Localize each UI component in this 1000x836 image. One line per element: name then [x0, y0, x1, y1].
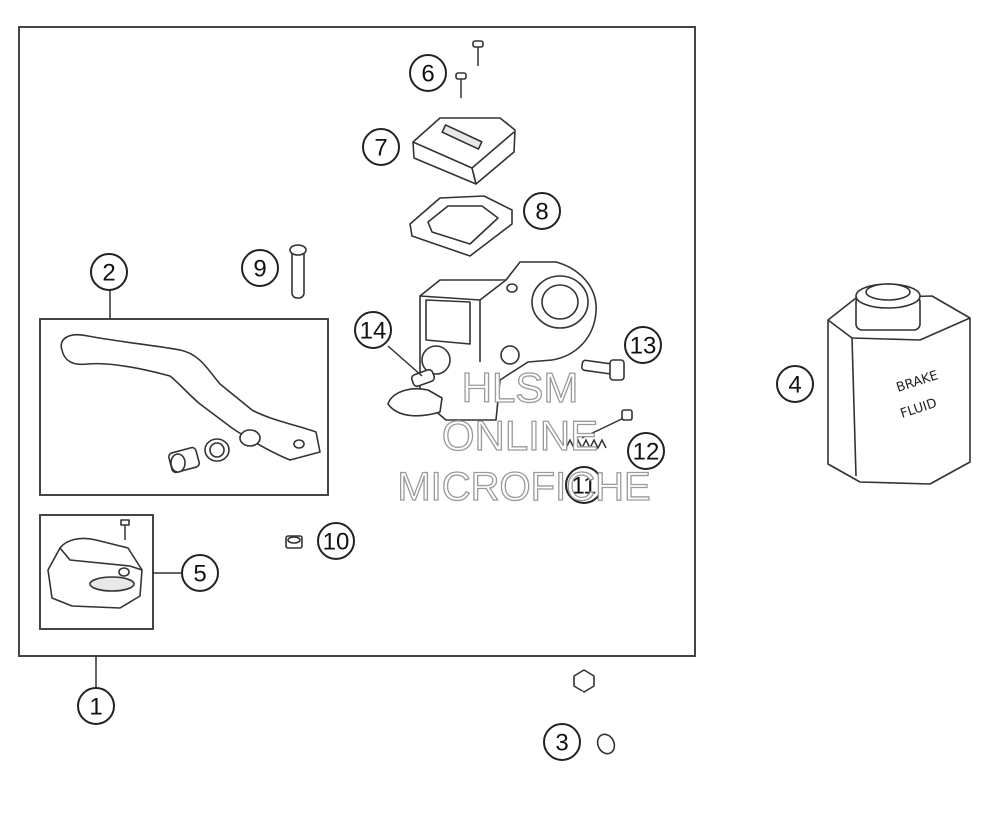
watermark: HLSM ONLINE MICROFICHE: [397, 363, 652, 509]
brake-fluid-container: BRAKE FLUID: [827, 283, 971, 485]
callout-5[interactable]: 5: [181, 554, 219, 592]
cover-screws: [455, 40, 484, 98]
svg-text:9: 9: [253, 256, 266, 283]
master-cylinder-body: [387, 261, 597, 421]
callout-7[interactable]: 7: [362, 128, 400, 166]
callout-4[interactable]: 4: [776, 365, 814, 403]
svg-text:10: 10: [323, 529, 350, 556]
assembly-frame: [18, 26, 696, 657]
adjust-screw: [581, 409, 633, 439]
callout-10[interactable]: 10: [317, 522, 355, 560]
svg-text:7: 7: [374, 135, 387, 162]
nut: [285, 535, 303, 549]
reservoir-cover: [47, 519, 143, 609]
svg-text:4: 4: [788, 372, 801, 399]
bolt-13: [581, 359, 625, 381]
svg-text:14: 14: [360, 318, 387, 345]
svg-text:3: 3: [555, 730, 568, 757]
svg-text:6: 6: [421, 61, 434, 88]
reservoir-lid: [412, 117, 516, 185]
watermark-line2: ONLINE: [442, 412, 598, 459]
brake-lever: [60, 334, 321, 474]
callout-9[interactable]: 9: [241, 249, 279, 287]
lever-frame: [39, 318, 329, 496]
svg-text:13: 13: [630, 333, 657, 360]
callout-6[interactable]: 6: [409, 54, 447, 92]
diaphragm: [409, 195, 513, 257]
svg-text:8: 8: [535, 199, 548, 226]
svg-text:12: 12: [633, 439, 660, 466]
callout-3[interactable]: 3: [543, 723, 581, 761]
leader-14: [387, 345, 423, 377]
watermark-line1: HLSM: [462, 364, 579, 411]
callout-11[interactable]: 11: [565, 466, 603, 504]
callout-1[interactable]: 1: [77, 687, 115, 725]
callout-2[interactable]: 2: [90, 253, 128, 291]
svg-text:5: 5: [193, 561, 206, 588]
watermark-line3: MICROFICHE: [397, 465, 650, 509]
svg-text:1: 1: [89, 694, 102, 721]
cover-frame: [39, 514, 154, 630]
pivot-bolt: [289, 244, 307, 299]
callout-8[interactable]: 8: [523, 192, 561, 230]
callout-13[interactable]: 13: [624, 326, 662, 364]
svg-text:11: 11: [572, 473, 597, 500]
spring: [565, 438, 607, 450]
callout-14[interactable]: 14: [354, 311, 392, 349]
callout-12[interactable]: 12: [627, 432, 665, 470]
brake-hose: [573, 669, 633, 801]
svg-text:2: 2: [102, 260, 115, 287]
